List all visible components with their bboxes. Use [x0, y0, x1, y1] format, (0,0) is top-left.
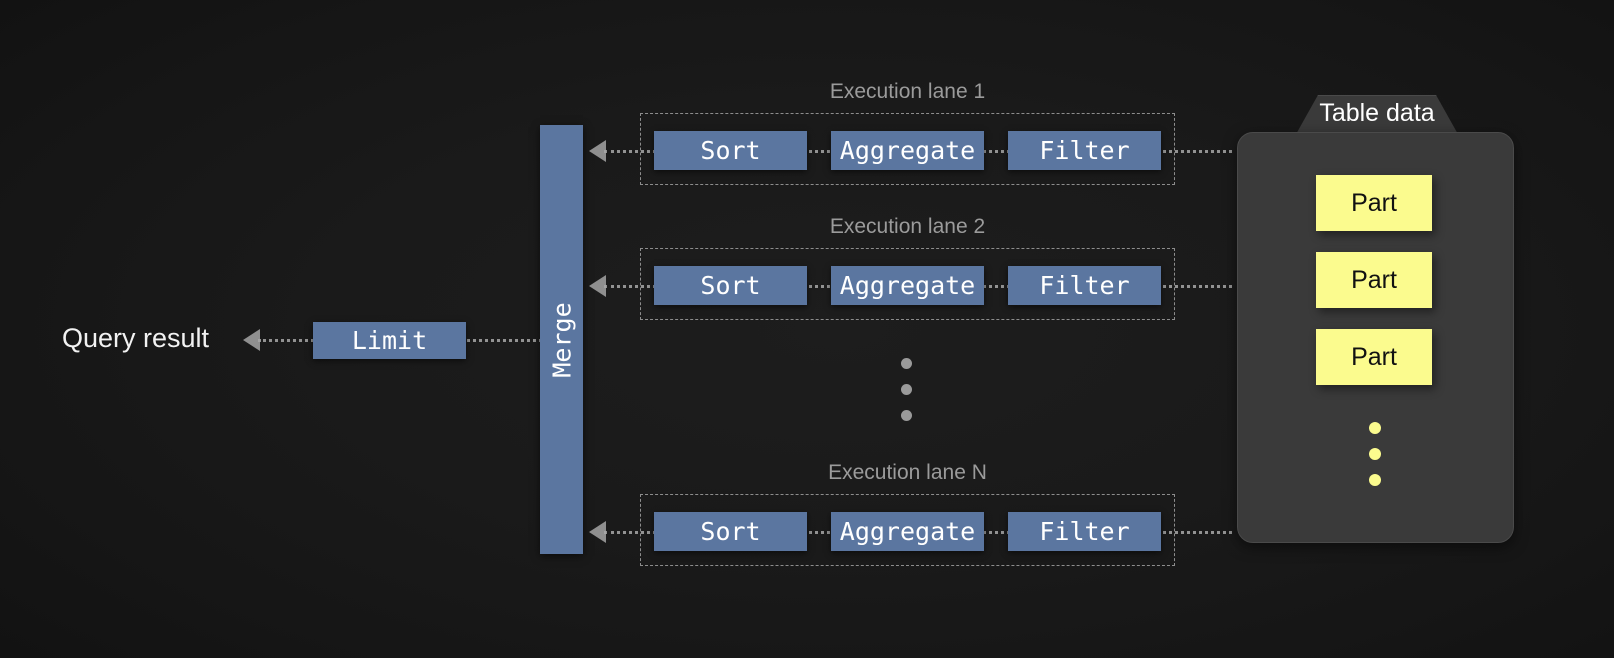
lane-n-frame	[640, 494, 1175, 566]
lane-2-stage-aggregate[interactable]: Aggregate	[831, 266, 984, 305]
part-ellipsis-dot	[1369, 474, 1381, 486]
lane-n-label: Execution lane N	[828, 461, 987, 484]
lane-2-frame	[640, 248, 1175, 320]
merge-label: Merge	[547, 301, 576, 378]
lane-1-stage-aggregate[interactable]: Aggregate	[831, 131, 984, 170]
lane-1-stage-filter[interactable]: Filter	[1008, 131, 1161, 170]
part-block-3[interactable]: Part	[1316, 329, 1432, 385]
lane-ellipsis-dot	[901, 384, 912, 395]
table-data-tab	[1295, 95, 1459, 136]
part-ellipsis	[1369, 422, 1381, 486]
table-data-panel: Part Part Part	[1237, 132, 1514, 543]
part-block-2[interactable]: Part	[1316, 252, 1432, 308]
part-block-1[interactable]: Part	[1316, 175, 1432, 231]
part-ellipsis-dot	[1369, 448, 1381, 460]
lane-n-stage-sort[interactable]: Sort	[654, 512, 807, 551]
limit-node[interactable]: Limit	[313, 322, 466, 359]
lane-1-label: Execution lane 1	[829, 80, 986, 103]
lane-ellipsis-dot	[901, 410, 912, 421]
merge-node[interactable]: Merge	[540, 125, 583, 554]
lane-ellipsis	[901, 358, 912, 421]
lane-2-stage-filter[interactable]: Filter	[1008, 266, 1161, 305]
part-ellipsis-dot	[1369, 422, 1381, 434]
lane-n-stage-filter[interactable]: Filter	[1008, 512, 1161, 551]
lane-2-label: Execution lane 2	[829, 215, 986, 238]
query-result-label: Query result	[62, 323, 210, 353]
arrow-lane-2-to-merge	[589, 275, 606, 297]
lane-n-stage-aggregate[interactable]: Aggregate	[831, 512, 984, 551]
table-data-title: Table data	[1319, 99, 1435, 127]
lane-1-frame	[640, 113, 1175, 185]
lane-1-stage-sort[interactable]: Sort	[654, 131, 807, 170]
arrow-lane-1-to-merge	[589, 140, 606, 162]
arrow-lane-n-to-merge	[589, 521, 606, 543]
lane-2-stage-sort[interactable]: Sort	[654, 266, 807, 305]
lane-ellipsis-dot	[901, 358, 912, 369]
arrow-to-query-result	[243, 329, 260, 351]
